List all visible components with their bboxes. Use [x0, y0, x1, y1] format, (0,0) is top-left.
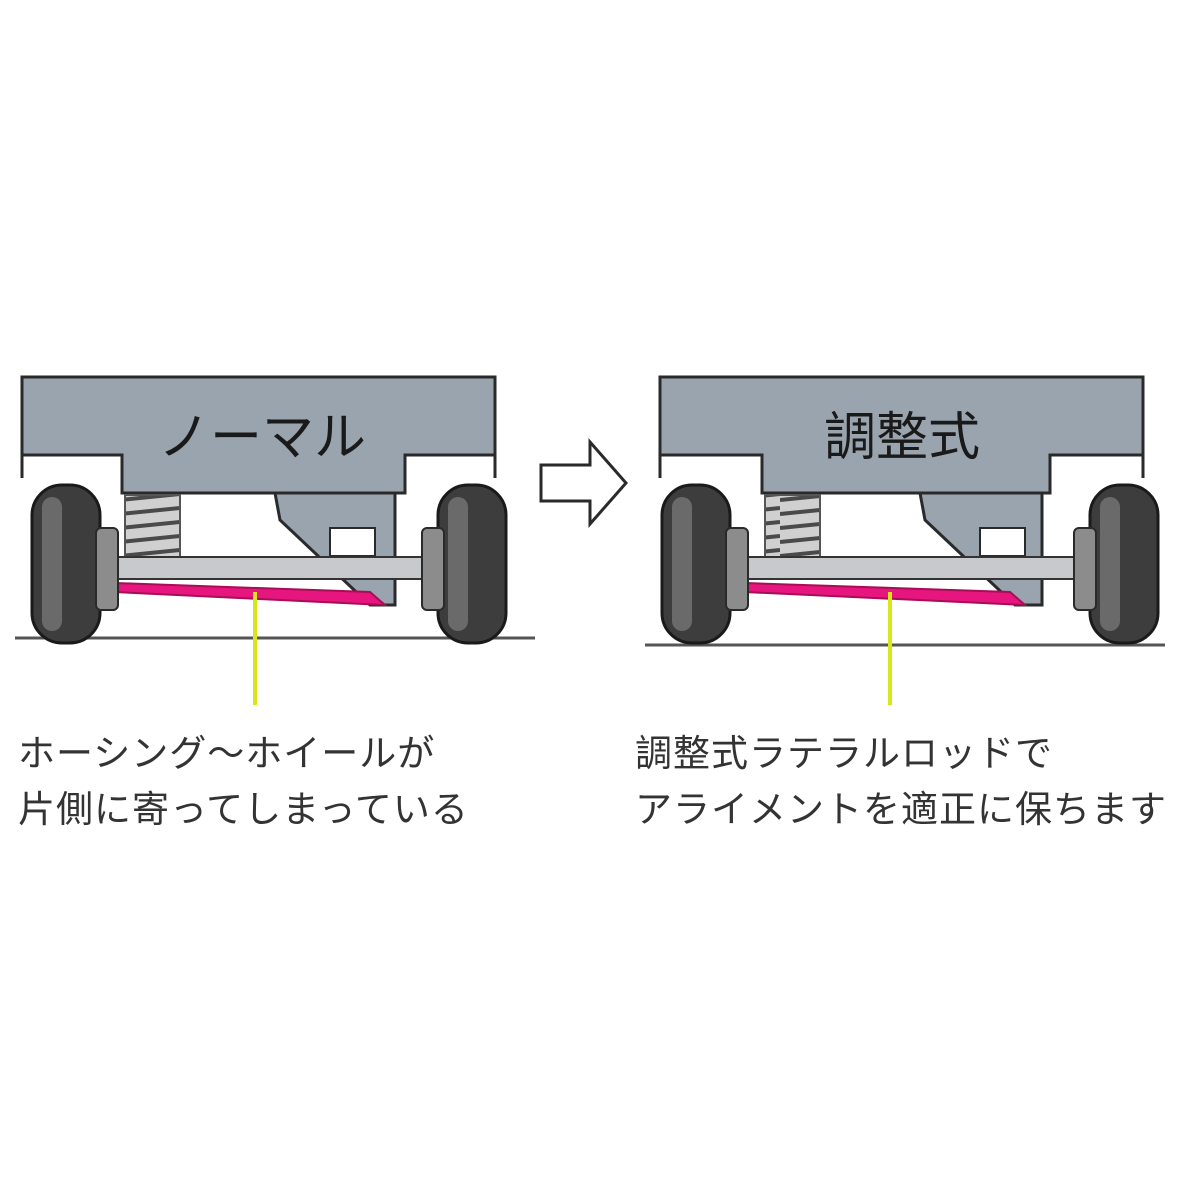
right-panel: 調整式: [645, 375, 1165, 705]
right-bracket-slot: [979, 527, 1026, 557]
left-coil-spring: [124, 494, 181, 558]
right-caption-line-1: 調整式ラテラルロッドで: [635, 732, 1053, 775]
right-body-label: 調整式: [824, 408, 980, 468]
right-lateral-rod: [744, 581, 1028, 607]
left-lateral-rod: [114, 581, 388, 607]
left-wheel-right: [421, 483, 508, 645]
left-wheel-left: [30, 483, 119, 645]
right-axle-housing: [734, 556, 1081, 580]
right-body-width-marker: [658, 455, 1145, 478]
right-wheel-right: [1073, 483, 1160, 645]
right-coil-spring: [764, 494, 821, 558]
right-caption-line-2: アライメントを適正に保ちます: [635, 788, 1167, 831]
left-body-label: ノーマル: [158, 408, 366, 468]
left-axle-housing: [104, 556, 426, 580]
left-caption-line-1: ホーシング～ホイールが: [18, 732, 436, 775]
left-caption: ホーシング～ホイールが 片側に寄ってしまっている: [18, 726, 469, 838]
left-caption-line-2: 片側に寄ってしまっている: [18, 788, 469, 831]
right-wheel-left: [660, 483, 749, 645]
right-caption: 調整式ラテラルロッドで アライメントを適正に保ちます: [635, 726, 1167, 838]
right-arrow-icon: [539, 438, 628, 528]
left-panel: ノーマル: [15, 375, 535, 705]
left-bracket-slot: [329, 527, 376, 557]
right-body: [658, 375, 1145, 495]
left-body: [20, 375, 497, 495]
left-body-width-marker: [20, 455, 497, 478]
